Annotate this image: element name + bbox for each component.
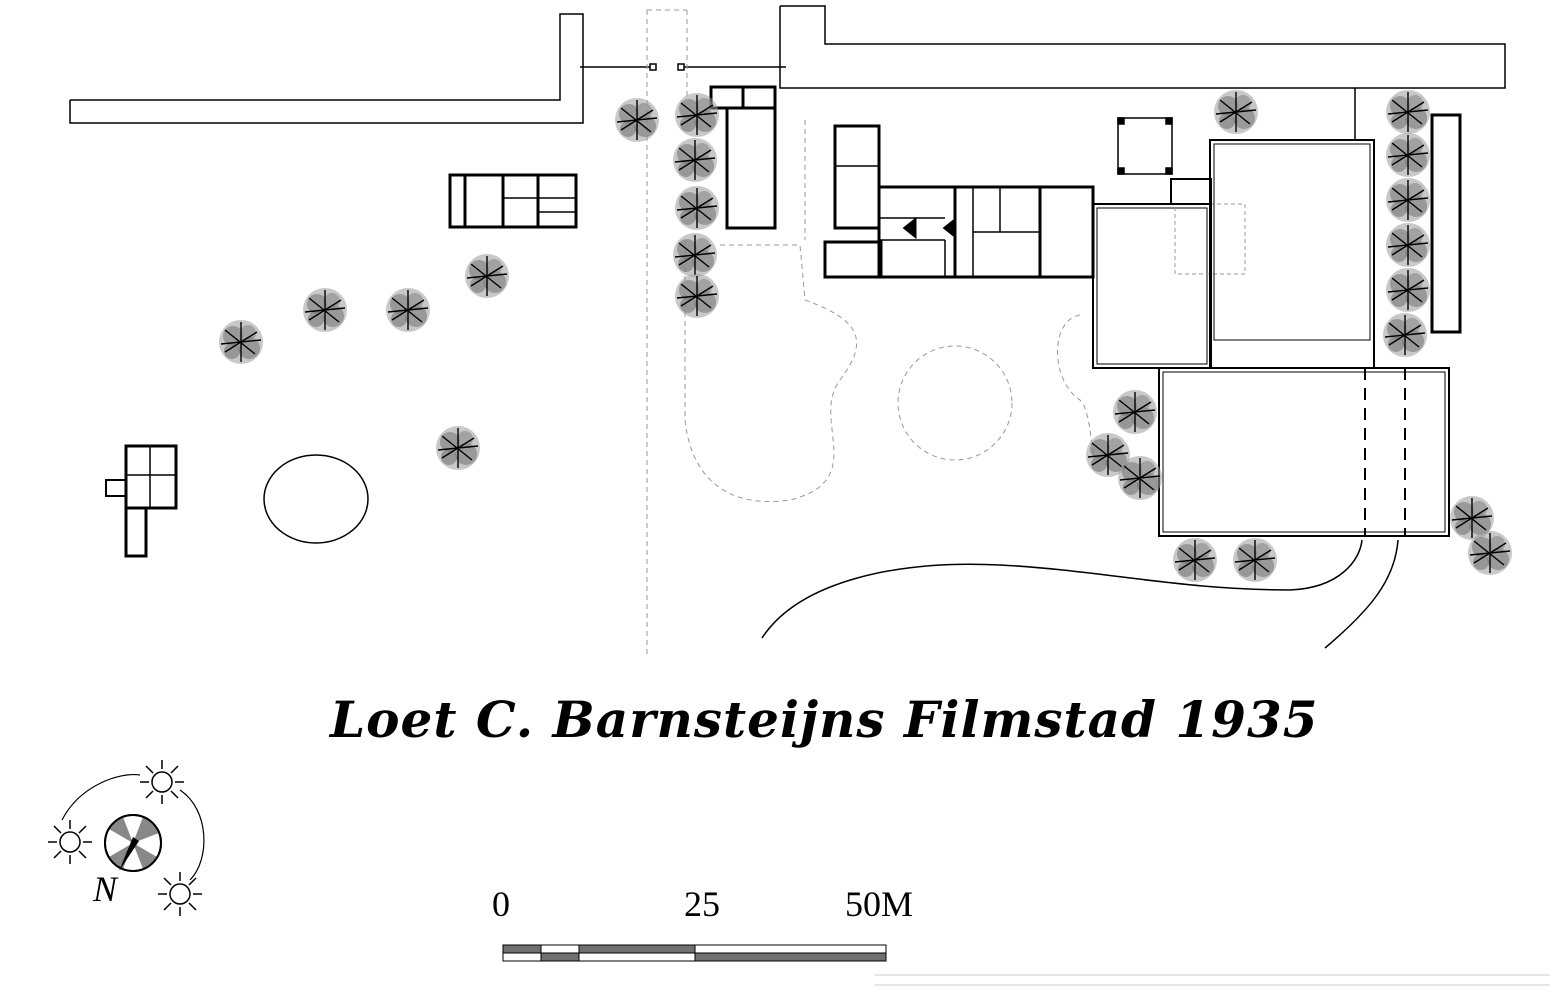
tree-icon [464,253,510,299]
tree-icon [672,137,718,183]
tree-icon [1117,455,1163,501]
driveway-loop [684,120,1096,502]
tree-icon [1385,267,1431,313]
entrance-road [646,9,688,655]
oval-lawn [263,454,369,544]
tree-icon [218,319,264,365]
studio-hall-1 [1092,203,1212,369]
office-building [823,124,1095,279]
compass-rose-icon [104,814,162,872]
tree-icon [1385,132,1431,178]
tree-icon [1385,89,1431,135]
tree-icon [302,287,348,333]
scale-label-50m: 50M [845,884,914,924]
tree-icon [674,273,720,319]
tree-icon [1385,177,1431,223]
tree-icon [614,97,660,143]
boundary-wall-right [779,5,1506,140]
boundary-wall-left [69,13,584,124]
north-label: N [93,869,118,909]
tree-icon [674,185,720,231]
sun-icon [139,759,185,805]
villa [105,444,178,558]
studio-hall-2 [1170,139,1375,369]
pavilion [1117,117,1173,175]
side-shed [1430,113,1462,334]
sun-path-diagram [47,759,205,917]
tree-icon [1172,537,1218,583]
gatehouse-block [709,85,777,230]
scale-label-25: 25 [684,884,720,924]
tree-icon [1382,312,1428,358]
tree-icon [1112,389,1158,435]
sun-icon [47,819,93,865]
tree-icon [1213,89,1259,135]
curved-road [761,539,1399,649]
trees [218,89,1513,583]
scale-label-0: 0 [492,884,510,924]
tree-icon [385,287,431,333]
tree-icon [672,232,718,278]
tree-icon [674,92,720,138]
storage-building [448,173,578,229]
tree-icon [1467,530,1513,576]
scale-bar [502,944,887,962]
tree-icon [435,425,481,471]
sun-icon [157,871,203,917]
tree-icon [1232,537,1278,583]
entrance-gate [580,63,786,71]
plan-title: Loet C. Barnsteijns Filmstad 1935 [330,690,1319,749]
bottom-border-lines [875,974,1550,986]
studio-hall-3 [1158,367,1450,537]
tree-icon [1385,222,1431,268]
